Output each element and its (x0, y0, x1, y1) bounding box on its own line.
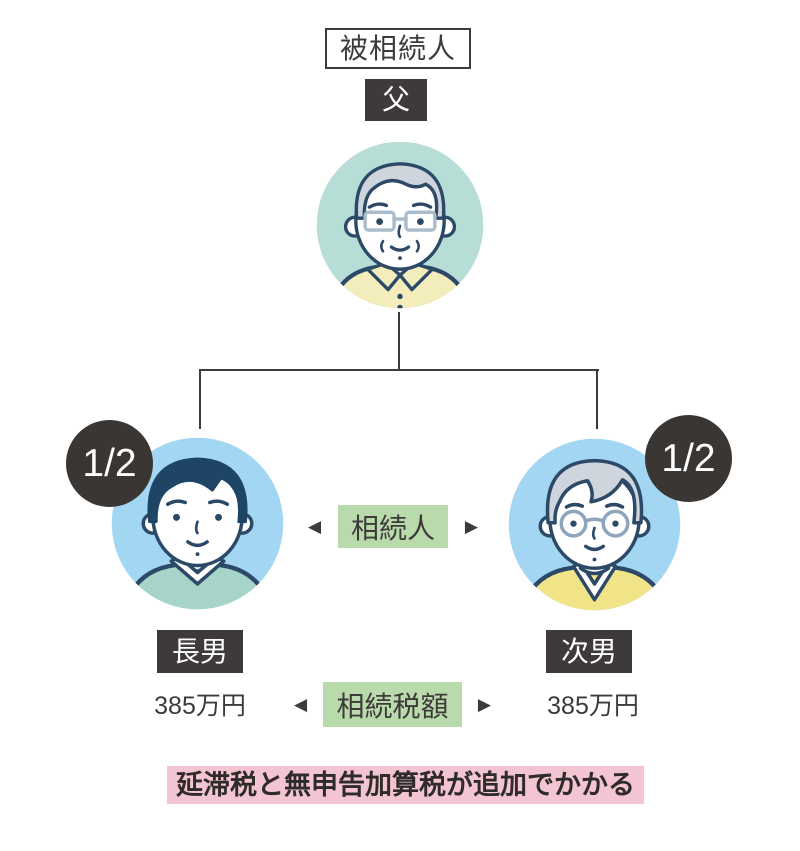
heirs-label-row: ◀ 相続人 ▶ (308, 505, 478, 548)
right-share-badge: 1/2 (645, 415, 732, 502)
connector-right-vertical (596, 369, 598, 429)
second-son-tax-amount: 385万円 (547, 692, 639, 720)
connector-horizontal (199, 369, 599, 371)
eldest-son-label: 長男 (157, 630, 243, 673)
heirs-label: 相続人 (337, 505, 448, 548)
tax-label-row: ◀ 相続税額 ▶ (294, 682, 491, 727)
arrow-left-icon: ◀ (308, 517, 322, 536)
second-son-label: 次男 (546, 630, 632, 673)
elderly-person-round-glasses-icon (508, 438, 681, 611)
connector-left-vertical (199, 369, 201, 429)
penalty-note: 延滞税と無申告加算税が追加でかかる (167, 766, 644, 804)
elderly-man-glasses-icon (316, 141, 484, 309)
left-share-badge: 1/2 (66, 420, 153, 507)
eldest-son-avatar (110, 436, 285, 611)
arrow-right-icon: ▶ (477, 695, 491, 714)
arrow-left-icon: ◀ (294, 695, 308, 714)
eldest-son-tax-amount: 385万円 (154, 692, 246, 720)
young-man-icon (111, 437, 284, 610)
second-son-avatar (507, 437, 682, 612)
arrow-right-icon: ▶ (464, 517, 478, 536)
tax-label: 相続税額 (323, 682, 462, 727)
decedent-label: 被相続人 (325, 28, 471, 69)
father-avatar (315, 140, 485, 310)
father-label: 父 (365, 79, 427, 121)
connector-father-vertical (398, 312, 400, 370)
